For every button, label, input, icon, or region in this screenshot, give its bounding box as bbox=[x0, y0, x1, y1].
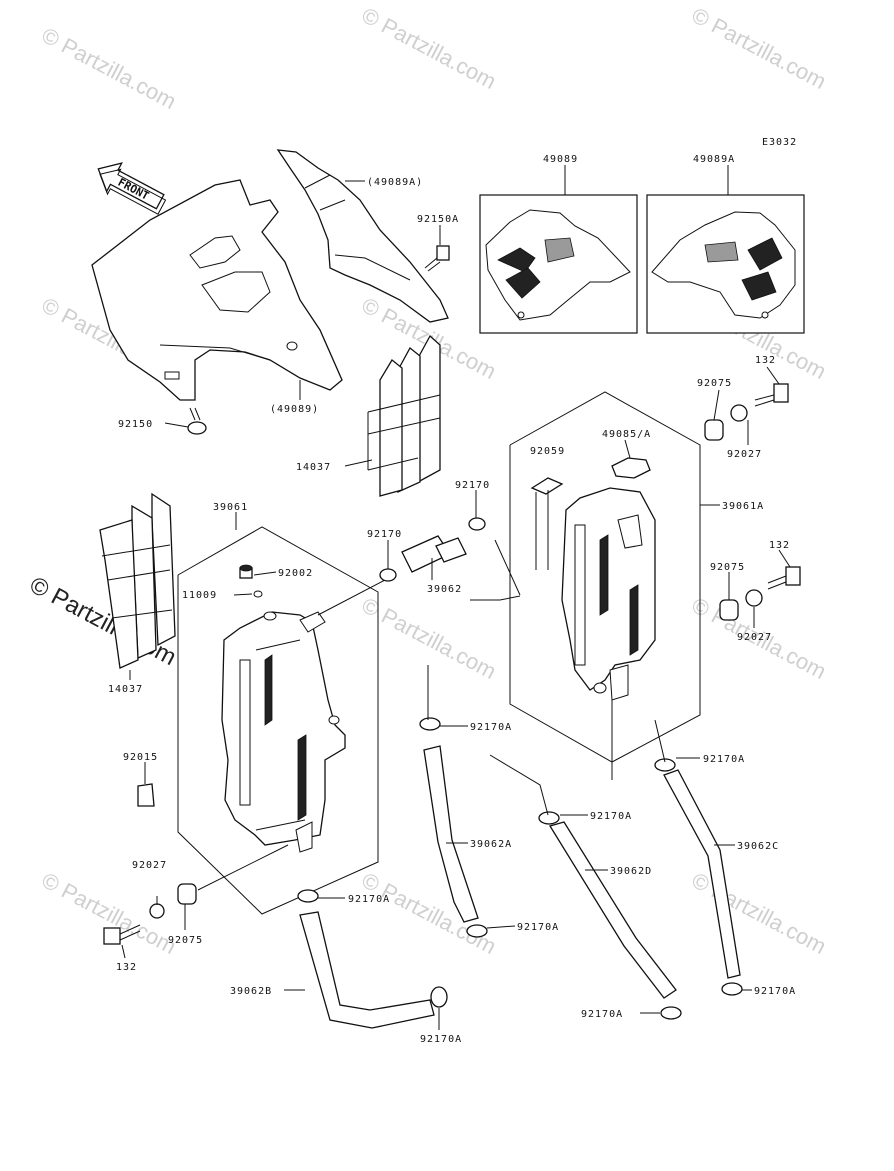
bolt-92150A bbox=[424, 245, 450, 272]
radiator-39061A bbox=[561, 487, 656, 701]
label-92170A-6[interactable]: 92170A bbox=[754, 986, 796, 997]
leader-lines bbox=[121, 165, 791, 1030]
label-132-mid[interactable]: 132 bbox=[769, 540, 790, 551]
clamp-92170-lower bbox=[379, 568, 397, 582]
label-39061A[interactable]: 39061A bbox=[722, 501, 764, 512]
grommet-92075-low bbox=[177, 883, 197, 905]
label-92170A-5[interactable]: 92170A bbox=[517, 922, 559, 933]
label-132-top[interactable]: 132 bbox=[755, 355, 776, 366]
label-39062C[interactable]: 39062C bbox=[737, 841, 779, 852]
label-92170-upper[interactable]: 92170 bbox=[455, 480, 490, 491]
clamp-92170A bbox=[721, 982, 743, 996]
label-92027-top[interactable]: 92027 bbox=[727, 449, 762, 460]
label-92150A[interactable]: 92150A bbox=[417, 214, 459, 225]
gasket-11009 bbox=[253, 590, 263, 598]
hose-92059 bbox=[530, 477, 564, 570]
radiator-shroud-right-paren bbox=[276, 149, 449, 323]
diagram-code: E3032 bbox=[762, 137, 797, 148]
collar-92027-top bbox=[730, 404, 748, 422]
watermark: © Partzilla.com bbox=[358, 867, 501, 959]
label-39061[interactable]: 39061 bbox=[213, 502, 248, 513]
label-92170A-3[interactable]: 92170A bbox=[590, 811, 632, 822]
radiator-shroud-left bbox=[91, 179, 343, 401]
watermark: © Partzilla.com bbox=[358, 2, 501, 94]
label-92150[interactable]: 92150 bbox=[118, 419, 153, 430]
watermark: © Partzilla.com bbox=[358, 592, 501, 684]
label-92170A-8[interactable]: 92170A bbox=[420, 1034, 462, 1045]
clamp-92170A bbox=[430, 986, 448, 1008]
label-49085A[interactable]: 49085/A bbox=[602, 429, 651, 440]
radiator-39061A-outline bbox=[509, 391, 701, 763]
bolt-92150 bbox=[187, 407, 207, 435]
label-39062[interactable]: 39062 bbox=[427, 584, 462, 595]
watermark: © Partzilla.com bbox=[38, 22, 181, 114]
clamp-92170A bbox=[654, 758, 676, 772]
watermark: © Partzilla.com bbox=[688, 2, 831, 94]
bolt-132-mid bbox=[767, 566, 801, 590]
front-arrow: FRONT bbox=[97, 162, 167, 215]
shroud-decal-box-49089 bbox=[479, 194, 638, 334]
label-92075-top[interactable]: 92075 bbox=[697, 378, 732, 389]
shroud-decal-box-49089A bbox=[646, 194, 805, 334]
label-92002[interactable]: 92002 bbox=[278, 568, 313, 579]
watermark: © Partzilla.com bbox=[688, 867, 831, 959]
radiator-guard-14037-left bbox=[99, 492, 176, 669]
label-132-low[interactable]: 132 bbox=[116, 962, 137, 973]
label-92170-lower[interactable]: 92170 bbox=[367, 529, 402, 540]
label-92059[interactable]: 92059 bbox=[530, 446, 565, 457]
radiator-39061-outline bbox=[177, 526, 379, 915]
label-92170A-7[interactable]: 92170A bbox=[581, 1009, 623, 1020]
label-92027-low[interactable]: 92027 bbox=[132, 860, 167, 871]
label-49089-paren[interactable]: (49089) bbox=[270, 404, 319, 415]
label-49089A-paren[interactable]: (49089A) bbox=[367, 177, 423, 188]
connector-line bbox=[489, 754, 549, 816]
collar-92027-low bbox=[149, 903, 165, 919]
hose-39062 bbox=[401, 535, 467, 573]
grommet-92075-mid bbox=[719, 599, 739, 621]
label-49089A-box[interactable]: 49089A bbox=[693, 154, 735, 165]
label-92170A-4[interactable]: 92170A bbox=[348, 894, 390, 905]
label-92015[interactable]: 92015 bbox=[123, 752, 158, 763]
radiator-cap-92002 bbox=[239, 564, 253, 579]
grommet-92075-top bbox=[704, 419, 724, 441]
radiator-guard-14037-mid bbox=[367, 334, 441, 497]
clamp-92170A bbox=[466, 924, 488, 938]
label-92027-mid[interactable]: 92027 bbox=[737, 632, 772, 643]
connector-line bbox=[654, 719, 666, 763]
label-49089-box[interactable]: 49089 bbox=[543, 154, 578, 165]
label-39062A[interactable]: 39062A bbox=[470, 839, 512, 850]
hose-39062C bbox=[663, 769, 741, 979]
radiator-39061 bbox=[221, 611, 346, 853]
label-39062D[interactable]: 39062D bbox=[610, 866, 652, 877]
hose-39062A bbox=[423, 745, 479, 923]
clamp-92170A bbox=[660, 1006, 682, 1020]
hose-39062D bbox=[548, 821, 677, 999]
label-92170A-2[interactable]: 92170A bbox=[703, 754, 745, 765]
part-labels: (49089A) 92150A (49089) 92150 14037 4908… bbox=[108, 154, 796, 1045]
clamp-92170A bbox=[419, 717, 441, 731]
label-39062B[interactable]: 39062B bbox=[230, 986, 272, 997]
connector-line bbox=[470, 595, 521, 601]
label-11009[interactable]: 11009 bbox=[182, 590, 217, 601]
label-14037-left[interactable]: 14037 bbox=[108, 684, 143, 695]
clip-92015 bbox=[137, 783, 155, 807]
label-14037-mid[interactable]: 14037 bbox=[296, 462, 331, 473]
bolt-132-low bbox=[103, 924, 141, 945]
label-92075-mid[interactable]: 92075 bbox=[710, 562, 745, 573]
clamp-92170A bbox=[538, 811, 560, 825]
label-92170A-1[interactable]: 92170A bbox=[470, 722, 512, 733]
hose-39062B bbox=[299, 911, 435, 1029]
clamp-92170-upper bbox=[468, 517, 486, 531]
label-92075-low[interactable]: 92075 bbox=[168, 935, 203, 946]
bolt-132-top bbox=[754, 383, 789, 407]
collar-92027-mid bbox=[745, 589, 763, 607]
clamp-92170A bbox=[297, 889, 319, 903]
grommet-49085A bbox=[611, 457, 651, 479]
